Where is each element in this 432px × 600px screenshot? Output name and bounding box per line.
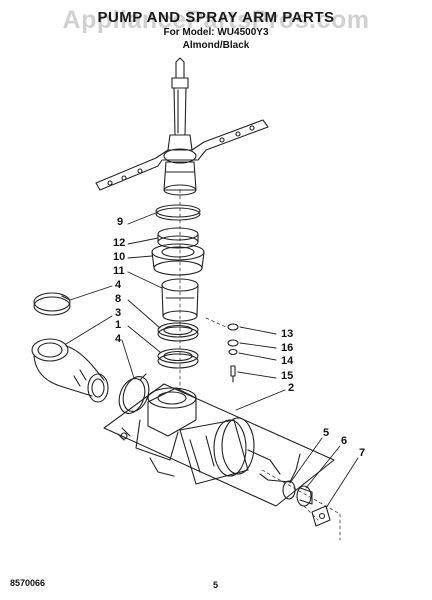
callout-9: 9	[117, 216, 124, 228]
callout-12: 12	[113, 237, 126, 249]
callout-6: 6	[341, 435, 348, 447]
part-9-ring	[155, 204, 201, 221]
document-number: 8570066	[10, 578, 46, 588]
callout-11: 11	[113, 265, 125, 277]
arm-hub	[163, 161, 197, 196]
leader-lines	[65, 211, 359, 509]
callout-2: 2	[288, 382, 295, 394]
watermark: AppliancePartsPros.com	[62, 6, 370, 34]
model-line: For Model: WU4500Y3	[163, 27, 269, 38]
part-10-housing	[151, 243, 205, 276]
part-1-ring	[157, 348, 199, 369]
callout-3: 3	[115, 307, 122, 319]
part-12-seal	[157, 227, 199, 249]
callout-13: 13	[281, 328, 294, 340]
callout-16: 16	[281, 342, 294, 354]
alignment-lines	[179, 189, 341, 541]
callout-14: 14	[281, 355, 294, 367]
lower-spray-arm	[95, 119, 269, 191]
diagram-title: PUMP AND SPRAY ARM PARTS	[97, 9, 335, 26]
callout-4-lower: 4	[115, 333, 122, 345]
part-2-pump-motor	[103, 383, 335, 507]
callout-15: 15	[281, 370, 294, 382]
callout-10: 10	[113, 251, 126, 263]
callout-8: 8	[115, 293, 122, 305]
part-8-ring	[157, 322, 199, 342]
part-4-clamp-upper	[33, 292, 71, 316]
color-line: Almond/Black	[182, 40, 250, 51]
spray-tower	[167, 57, 193, 151]
small-hardware	[227, 323, 239, 383]
page-number: 5	[213, 580, 219, 590]
callout-5: 5	[323, 427, 330, 439]
part-4-clamp-lower	[118, 373, 150, 414]
part-11-cylinder	[161, 278, 199, 322]
callout-1: 1	[115, 319, 122, 331]
callout-4-upper: 4	[115, 279, 122, 291]
callout-7: 7	[359, 447, 366, 459]
part-3-elbow-hose	[31, 338, 109, 403]
